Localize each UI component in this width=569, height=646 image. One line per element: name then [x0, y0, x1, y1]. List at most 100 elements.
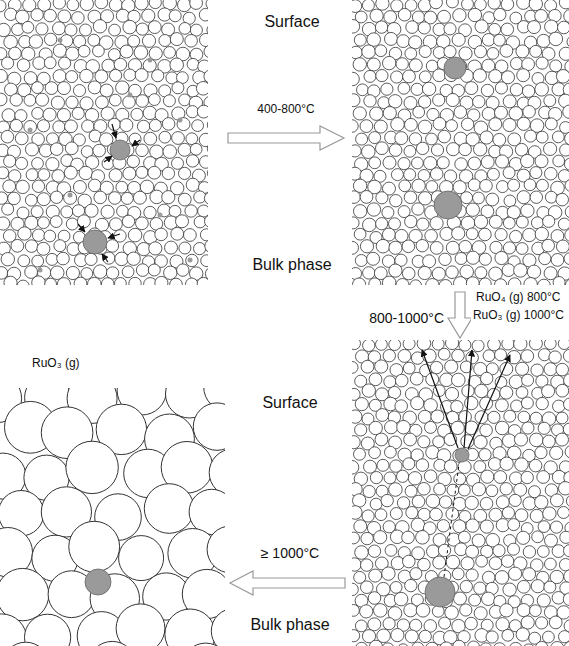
- particle: [552, 131, 564, 143]
- particle: [137, 243, 150, 256]
- particle: [508, 567, 521, 580]
- particle: [426, 279, 440, 286]
- particle: [483, 350, 495, 362]
- particle: [480, 424, 493, 437]
- particle: [79, 166, 92, 179]
- particle: [57, 252, 70, 265]
- particle: [480, 180, 493, 193]
- particle: [389, 95, 402, 108]
- particle: [556, 240, 569, 253]
- particle: [356, 133, 368, 145]
- particle: [24, 94, 36, 106]
- particle: [78, 45, 90, 57]
- particle: [204, 45, 208, 58]
- particle: [128, 228, 142, 242]
- particle: [495, 229, 507, 241]
- particle: [38, 169, 50, 181]
- particle: [44, 33, 56, 45]
- particle: [529, 0, 542, 11]
- particle: [397, 644, 409, 646]
- particle: [178, 143, 191, 156]
- particle: [510, 57, 522, 69]
- particle: [357, 84, 369, 96]
- particle: [194, 191, 206, 203]
- particle: [120, 45, 133, 58]
- particle: [459, 240, 472, 253]
- particle: [455, 158, 468, 171]
- particle: [558, 218, 569, 230]
- particle: [59, 57, 71, 69]
- particle: [411, 518, 425, 532]
- particle: [200, 229, 208, 241]
- particle: [50, 143, 63, 156]
- particle: [109, 169, 122, 182]
- particle: [398, 158, 410, 170]
- particle: [514, 264, 528, 278]
- particle: [352, 120, 358, 133]
- particle: [170, 58, 184, 72]
- particle: [389, 144, 402, 157]
- particle: [479, 228, 492, 241]
- particle: [211, 609, 225, 646]
- particle: [32, 229, 44, 241]
- particle: [556, 412, 568, 424]
- particle: [430, 361, 442, 373]
- particle: [418, 22, 430, 34]
- particle: [538, 349, 550, 361]
- particle: [114, 58, 127, 71]
- particle: [185, 205, 197, 217]
- particle: [361, 532, 373, 544]
- particle: [363, 218, 377, 232]
- particle: [127, 252, 140, 265]
- particle: [352, 583, 358, 595]
- particle: [374, 604, 388, 618]
- particle: [465, 396, 478, 409]
- particle: [545, 118, 557, 130]
- particle: [390, 582, 402, 594]
- particle: [542, 385, 555, 398]
- particle: [474, 435, 487, 448]
- particle: [403, 340, 415, 350]
- process-arrow: [228, 126, 344, 150]
- particle: [352, 20, 360, 34]
- particle: [516, 243, 528, 255]
- particle: [200, 156, 209, 169]
- particle: [201, 255, 208, 267]
- particle: [522, 644, 535, 646]
- particle: [433, 47, 445, 59]
- particle: [486, 631, 498, 643]
- particle: [44, 230, 56, 242]
- particle: [131, 108, 143, 120]
- particle: [560, 144, 569, 156]
- particle: [136, 23, 148, 35]
- particle: [495, 106, 508, 119]
- particle: [438, 348, 450, 360]
- ruthenium-particle: [425, 577, 455, 607]
- particle: [504, 195, 516, 207]
- ruthenium-atom: [38, 268, 43, 273]
- particle: [57, 278, 70, 285]
- particle: [517, 531, 530, 544]
- particle: [409, 36, 422, 49]
- particle: [566, 495, 569, 508]
- particle: [509, 494, 521, 506]
- particle: [360, 605, 373, 618]
- particle: [521, 154, 534, 167]
- particle: [31, 206, 43, 218]
- particle: [398, 82, 410, 94]
- particle: [190, 0, 203, 9]
- particle: [0, 217, 10, 230]
- particle: [489, 215, 502, 228]
- particle: [53, 121, 65, 133]
- particle: [355, 255, 367, 267]
- particle: [486, 193, 499, 206]
- particle: [538, 521, 550, 533]
- particle: [187, 58, 199, 70]
- particle: [433, 94, 445, 106]
- particle: [444, 460, 457, 473]
- particle: [446, 555, 460, 569]
- particle: [502, 507, 514, 519]
- particle: [352, 506, 362, 520]
- particle: [558, 340, 569, 350]
- particle: [142, 9, 155, 22]
